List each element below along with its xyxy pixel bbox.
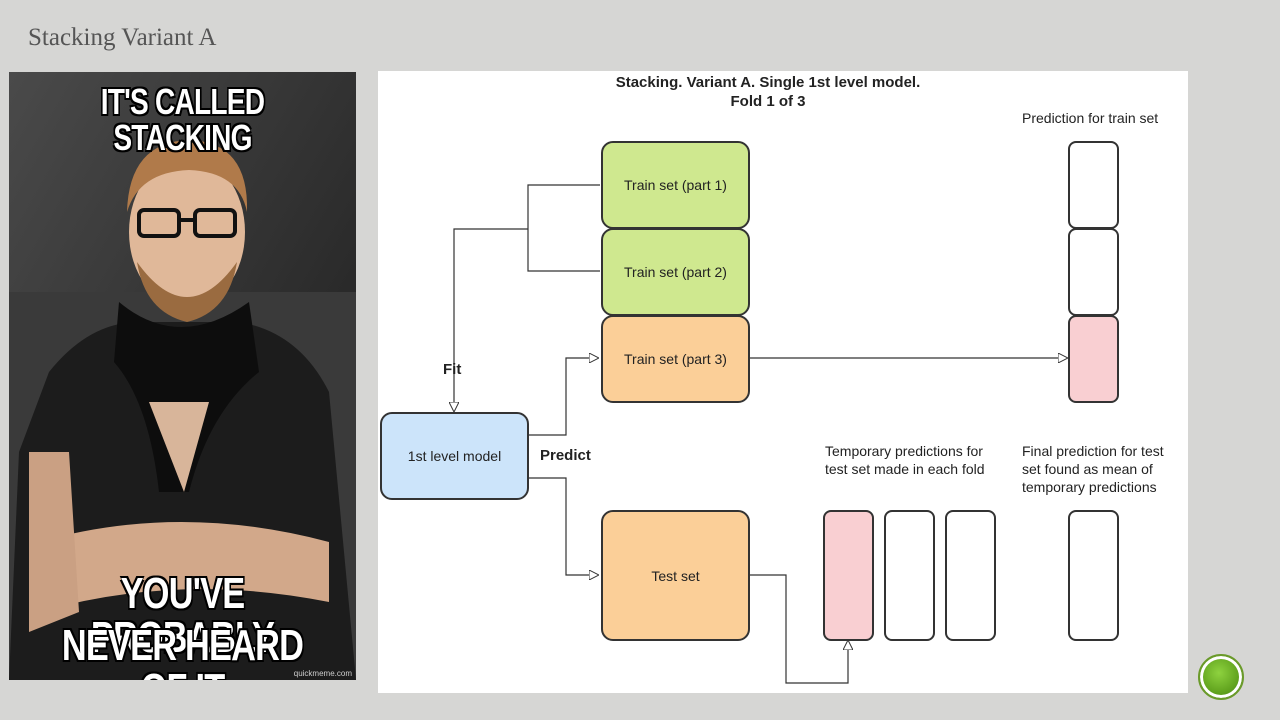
- meme-bottom-text-line1: YOU'VE PROBABLY: [90, 569, 275, 662]
- temporary-predictions-caption-line1: Temporary predictions for: [825, 443, 983, 459]
- temporary-predictions-caption: Temporary predictions for test set made …: [825, 442, 985, 478]
- train-prediction-slot3: [1068, 315, 1119, 403]
- connector-fit: [454, 228, 528, 411]
- meme-top-text: IT'S CALLED STACKING: [100, 81, 265, 158]
- stacking-diagram: Stacking. Variant A. Single 1st level mo…: [378, 71, 1188, 693]
- prediction-for-train-label: Prediction for train set: [1022, 110, 1159, 126]
- predict-label: Predict: [540, 447, 591, 464]
- diagram-title-line2: Fold 1 of 3: [730, 93, 806, 110]
- first-level-model-box: 1st level model: [380, 412, 529, 500]
- connector-train2: [527, 229, 600, 272]
- next-slide-button[interactable]: [1198, 654, 1244, 700]
- final-prediction-caption-line2: set found as mean of: [1022, 461, 1153, 477]
- connector-predict-test: [528, 477, 598, 575]
- final-prediction-caption: Final prediction for test set found as m…: [1022, 442, 1164, 496]
- temp-prediction-fold1: [823, 510, 874, 641]
- final-test-prediction: [1068, 510, 1119, 641]
- fit-label: Fit: [443, 361, 462, 378]
- meme-bottom-text-line2: NEVER HEARD OF IT: [61, 621, 304, 681]
- temp-prediction-fold2: [884, 510, 935, 641]
- train-prediction-slot1: [1068, 141, 1119, 229]
- final-prediction-caption-line1: Final prediction for test: [1022, 443, 1164, 459]
- hipster-meme-image: IT'S CALLED STACKING YOU'VE PROBABLY NEV…: [9, 72, 356, 680]
- train-set-part3: Train set (part 3): [601, 315, 750, 403]
- train-prediction-slot2: [1068, 228, 1119, 316]
- train-set-part2: Train set (part 2): [601, 228, 750, 316]
- connector-predict-train3: [528, 358, 598, 436]
- slide-title: Stacking Variant A: [28, 24, 217, 51]
- diagram-title: Stacking. Variant A. Single 1st level mo…: [558, 73, 978, 111]
- meme-illustration: [9, 72, 356, 680]
- connector-train1: [527, 184, 600, 229]
- connector-test-temp: [750, 574, 848, 684]
- temp-prediction-fold3: [945, 510, 996, 641]
- meme-watermark: quickmeme.com: [293, 669, 352, 678]
- final-prediction-caption-line3: temporary predictions: [1022, 479, 1157, 495]
- train-set-part1: Train set (part 1): [601, 141, 750, 229]
- diagram-connectors: [378, 184, 1188, 684]
- test-set-box: Test set: [601, 510, 750, 641]
- diagram-title-line1: Stacking. Variant A. Single 1st level mo…: [615, 74, 921, 91]
- temporary-predictions-caption-line2: test set made in each fold: [825, 461, 985, 477]
